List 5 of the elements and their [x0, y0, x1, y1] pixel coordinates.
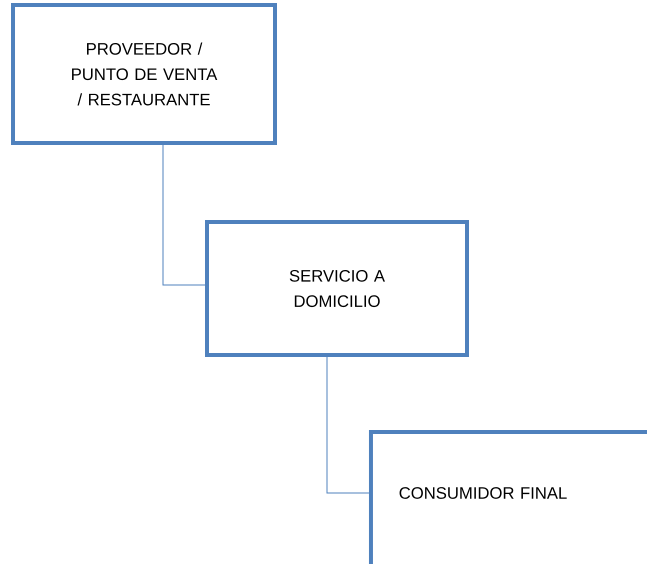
connector-line: [162, 144, 206, 286]
process-box: SERVICIO A DOMICILIO: [205, 220, 469, 358]
process-box: PROVEEDOR / PUNTO DE VENTA / RESTAURANTE: [11, 3, 277, 145]
process-box: CONSUMIDOR FINAL: [368, 430, 647, 564]
connector-line: [326, 356, 370, 494]
